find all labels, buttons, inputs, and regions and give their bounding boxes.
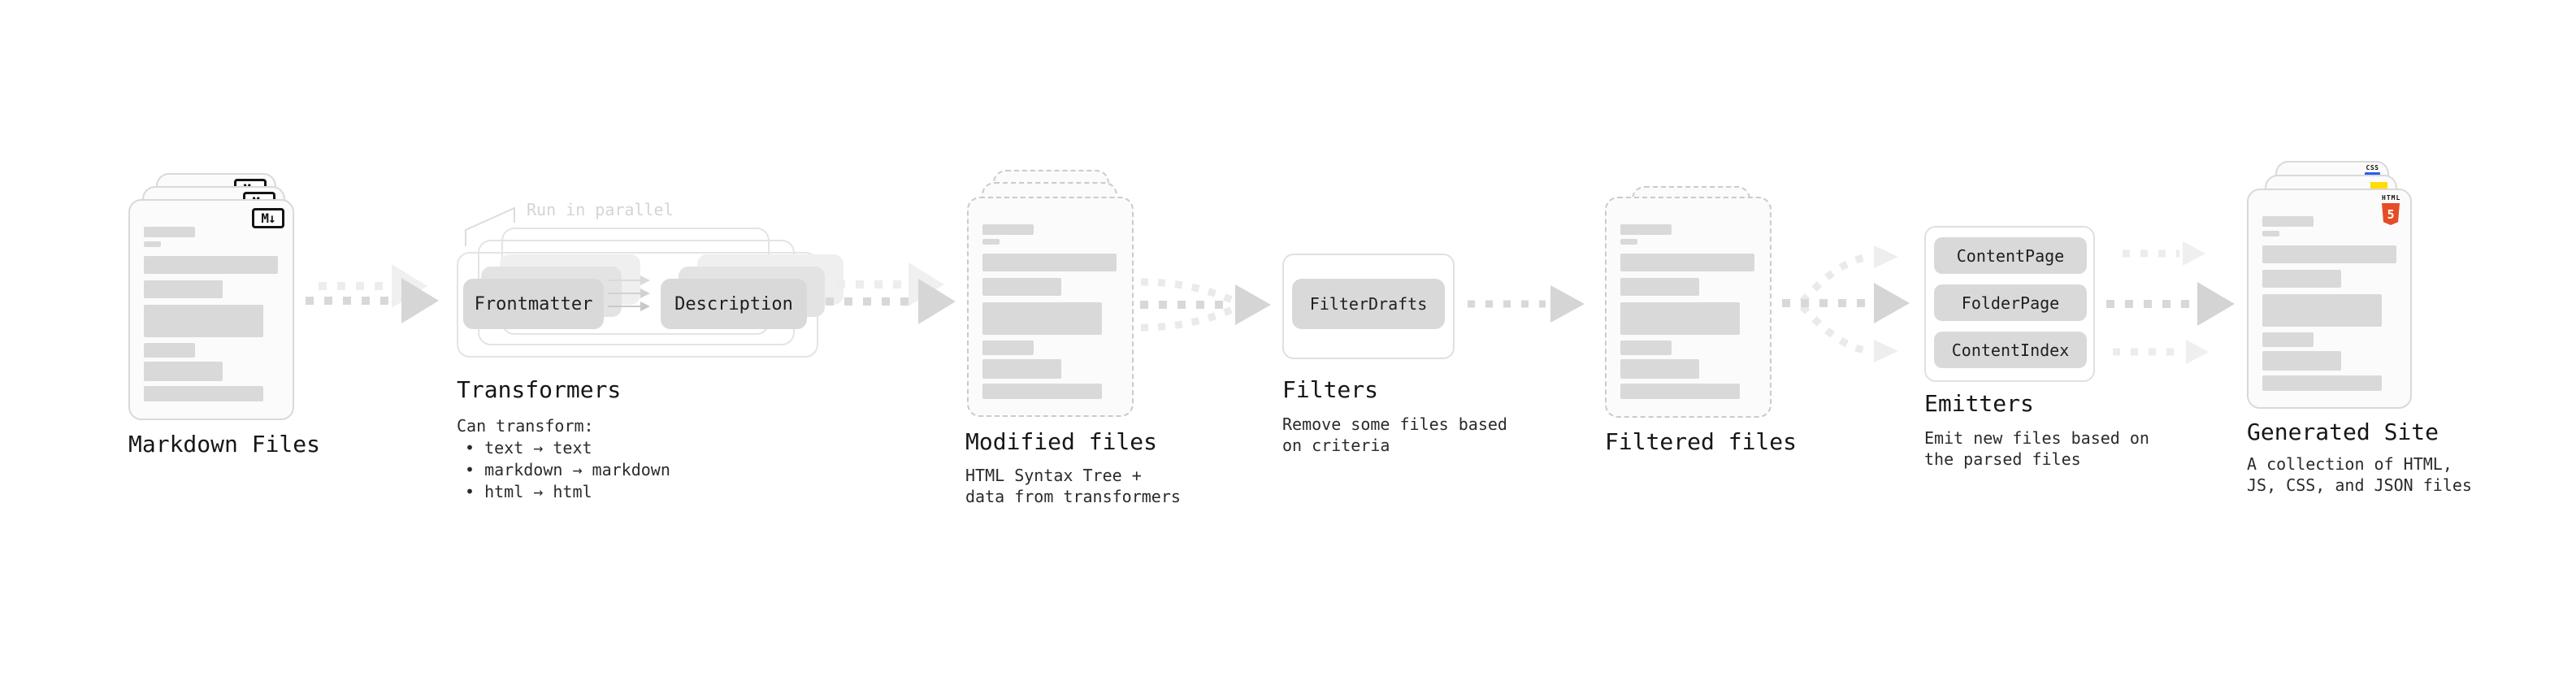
arrow-markdown-to-transformers bbox=[306, 264, 439, 323]
run-in-parallel-note: Run in parallel bbox=[527, 200, 674, 219]
markdown-file-card-front: M↓ bbox=[128, 199, 294, 420]
content-bar bbox=[1620, 239, 1637, 245]
content-bar bbox=[1620, 278, 1699, 296]
css-file-icon: CSS bbox=[2365, 165, 2380, 176]
content-bar bbox=[144, 256, 278, 274]
content-bar bbox=[144, 386, 263, 401]
contentpage-box: ContentPage bbox=[1934, 237, 2087, 274]
arrow-transformers-to-modified bbox=[826, 262, 956, 324]
content-bar bbox=[1620, 340, 1672, 355]
content-bar bbox=[2262, 351, 2341, 371]
arrow-filtered-to-emitters bbox=[1782, 245, 1910, 362]
content-bar bbox=[982, 224, 1034, 235]
content-bar bbox=[982, 254, 1117, 271]
frontmatter-box: Frontmatter bbox=[463, 279, 604, 329]
content-bar bbox=[144, 343, 195, 358]
modified-files-title: Modified files bbox=[965, 428, 1158, 455]
content-bar bbox=[144, 227, 195, 237]
content-bar bbox=[144, 241, 161, 247]
transform-bullet: • text → text bbox=[465, 438, 592, 458]
generated-site-title: Generated Site bbox=[2247, 419, 2439, 445]
transformers-title: Transformers bbox=[457, 376, 622, 403]
filterdrafts-box: FilterDrafts bbox=[1292, 279, 1445, 329]
content-bar bbox=[2262, 231, 2279, 236]
modified-file-card-front bbox=[967, 197, 1134, 417]
content-bar bbox=[1620, 384, 1740, 399]
content-bar bbox=[982, 340, 1034, 355]
filtered-file-card-front bbox=[1605, 197, 1772, 418]
description-box: Description bbox=[661, 279, 807, 329]
content-bar bbox=[2262, 375, 2382, 391]
content-bar bbox=[982, 278, 1061, 296]
transform-bullet: • markdown → markdown bbox=[465, 460, 670, 479]
modified-files-description: HTML Syntax Tree + data from transformer… bbox=[965, 466, 1181, 506]
content-bar bbox=[1620, 254, 1754, 271]
content-bar bbox=[1620, 224, 1672, 235]
content-bar bbox=[144, 362, 223, 381]
content-bar bbox=[982, 384, 1102, 399]
arrow-modified-to-filters bbox=[1140, 278, 1271, 332]
html5-icon: HTML 5 bbox=[2382, 194, 2400, 225]
content-bar bbox=[982, 359, 1061, 379]
content-bar bbox=[1620, 359, 1699, 379]
filters-title: Filters bbox=[1282, 376, 1379, 403]
content-bar bbox=[2262, 294, 2382, 327]
content-bar bbox=[2262, 245, 2396, 263]
generated-html-card: HTML 5 bbox=[2247, 189, 2412, 409]
transform-bullet: • html → html bbox=[465, 482, 592, 501]
folderpage-box: FolderPage bbox=[1934, 284, 2087, 321]
contentindex-box: ContentIndex bbox=[1934, 332, 2087, 368]
content-bar bbox=[1620, 302, 1740, 335]
emitters-title: Emitters bbox=[1924, 390, 2034, 417]
content-bar bbox=[144, 305, 263, 337]
content-bar bbox=[144, 280, 223, 298]
content-bar bbox=[2262, 332, 2314, 347]
content-bar bbox=[2262, 270, 2341, 288]
content-bar bbox=[2262, 216, 2314, 227]
emitters-description: Emit new files based on the parsed files bbox=[1924, 428, 2149, 469]
markdown-files-title: Markdown Files bbox=[128, 431, 321, 458]
arrow-emitters-to-generated bbox=[2106, 241, 2235, 364]
markdown-icon: M↓ bbox=[252, 208, 284, 228]
generated-site-description: A collection of HTML, JS, CSS, and JSON … bbox=[2247, 454, 2472, 495]
filtered-files-title: Filtered files bbox=[1605, 428, 1798, 455]
content-bar bbox=[982, 239, 1000, 245]
can-transform-heading: Can transform: bbox=[457, 416, 594, 436]
content-bar bbox=[982, 302, 1102, 335]
arrow-filters-to-filtered bbox=[1468, 285, 1585, 323]
filters-description: Remove some files based on criteria bbox=[1282, 414, 1507, 455]
